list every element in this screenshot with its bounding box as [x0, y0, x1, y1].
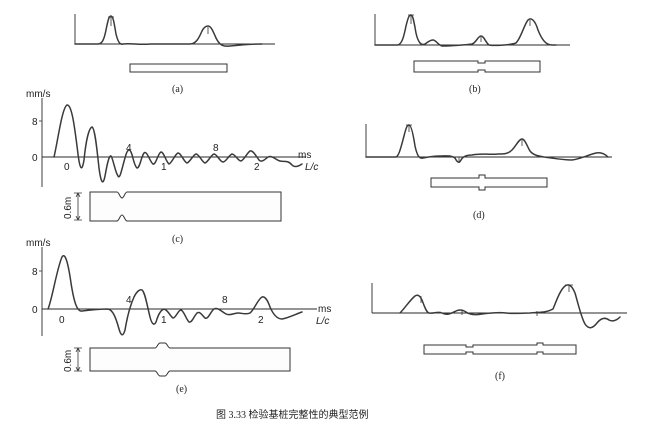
panel-e-x-tick-0: 0: [59, 315, 65, 326]
panel-e-pile: [89, 342, 291, 377]
panel-a-input-marker: [108, 16, 114, 26]
panel-c-x-tick-8: 8: [213, 143, 219, 154]
panel-c-x-tick-2: 2: [254, 162, 260, 173]
panel-c-pile: [89, 191, 282, 222]
panel-a-label: (a): [172, 84, 183, 95]
panel-c-x-unit-ms: ms: [298, 150, 311, 161]
panel-e-x-tick-1: 1: [161, 315, 167, 326]
panel-a-pile: [129, 63, 228, 73]
panel-e-y-unit: mm/s: [26, 238, 50, 249]
panel-f: (f): [371, 283, 627, 382]
panel-f-toe-marker: [565, 284, 573, 292]
panel-e-waveform: [47, 255, 303, 336]
panel-e-x-unit-lc: L/c: [316, 316, 329, 327]
panel-c-y-tick-8: 8: [32, 117, 38, 128]
panel-e-x-tick-4: 4: [126, 295, 132, 306]
panel-d-input-marker: [406, 124, 412, 132]
panel-c-x-tick-1: 1: [161, 162, 167, 173]
panel-f-waveform: [399, 284, 621, 329]
panel-c-label: (c): [172, 234, 183, 245]
panel-d-label: (d): [473, 210, 485, 221]
panel-e: mm/s 8 0 4 8 0 1 2 ms L/c 0.6m (e): [26, 238, 331, 395]
panel-c-x-unit-lc: L/c: [305, 162, 318, 173]
panel-c-dimension-line: [74, 192, 82, 221]
panel-d: (d): [365, 124, 612, 221]
panel-e-y-tick-0: 0: [32, 305, 38, 316]
panel-b-input-marker: [408, 14, 414, 24]
panel-d-waveform: [365, 124, 609, 163]
panel-e-dimension-line: [74, 347, 82, 372]
panel-e-x-unit-ms: ms: [318, 304, 331, 315]
panel-b-pile: [413, 60, 541, 73]
panel-b-waveform: [374, 14, 557, 47]
panel-f-label: (f): [495, 371, 505, 382]
panel-c-x-tick-0: 0: [64, 162, 70, 173]
panel-c-y-unit: mm/s: [26, 89, 50, 100]
panel-c-y-tick-0: 0: [32, 153, 38, 164]
panel-e-x-tick-8: 8: [222, 295, 228, 306]
panel-c-x-tick-4: 4: [126, 143, 132, 154]
panel-c-length-label: 0.6m: [63, 197, 74, 219]
panel-f-pile: [423, 342, 577, 355]
panel-a-waveform: [74, 15, 263, 47]
panel-e-x-tick-2: 2: [258, 315, 264, 326]
panel-c-waveform: [53, 104, 303, 183]
panel-d-pile: [430, 174, 548, 191]
panel-e-label: (e): [176, 384, 187, 395]
panel-e-length-label: 0.6m: [63, 350, 74, 372]
panel-e-y-tick-8: 8: [32, 267, 38, 278]
panel-a: (a): [74, 14, 275, 95]
panel-c: mm/s 8 0 4 8 0 1 2 ms L/c 0.6m (c): [26, 89, 318, 245]
figure-caption: 图 3.33 检验基桩完整性的典型范例: [216, 408, 369, 421]
panel-b-label: (b): [469, 84, 481, 95]
panel-b: (b): [374, 14, 570, 95]
